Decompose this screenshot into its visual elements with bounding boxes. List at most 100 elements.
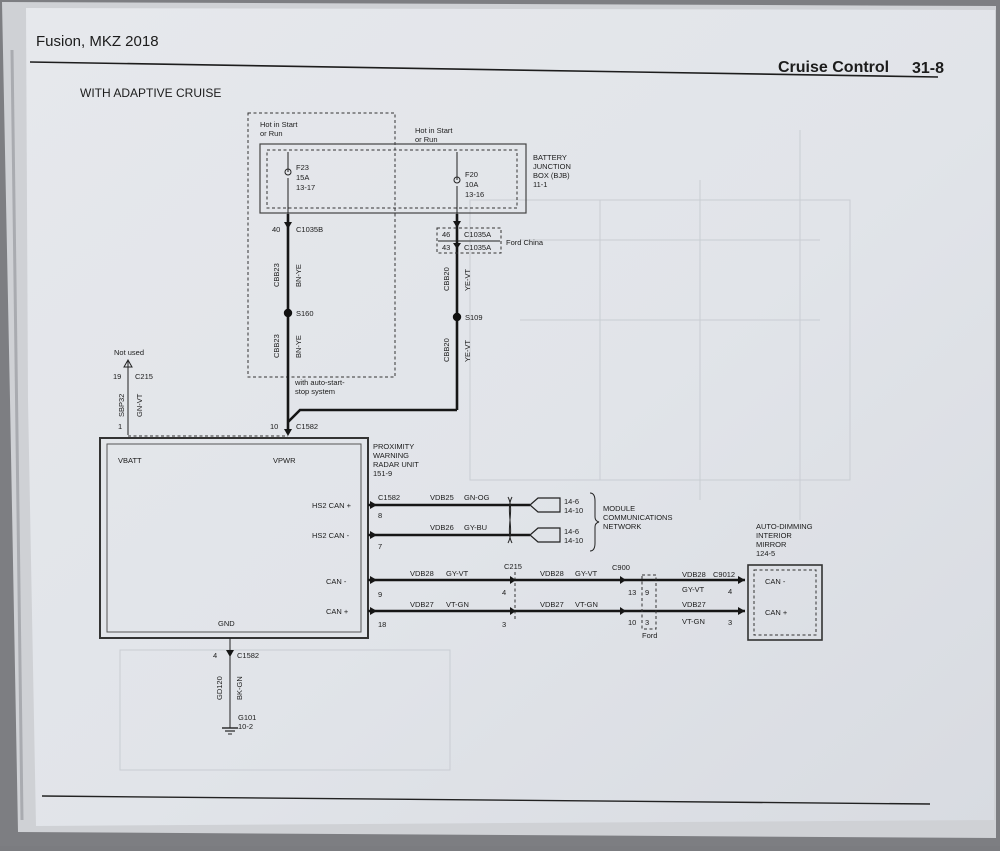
hot-in-start-label-a: Hot in Start (260, 120, 298, 129)
wire-color: GN-VT (135, 393, 144, 417)
svg-text:11-1: 11-1 (533, 180, 547, 189)
auto-dimming-interior-mirror (747, 564, 823, 641)
connector-c1582: C1582 (296, 422, 318, 431)
mirror-label: AUTO-DIMMING (756, 522, 813, 531)
circuit-vdb26: VDB26 (430, 523, 454, 532)
circuit-cbb23: CBB23 (272, 334, 281, 358)
fuse-f20-icon (453, 176, 461, 184)
hot-in-start-label-b: Hot in Start (415, 126, 453, 135)
svg-text:COMMUNICATIONS: COMMUNICATIONS (603, 513, 672, 522)
circuit-vdb27: VDB27 (540, 600, 564, 609)
battery-junction-box (259, 143, 527, 214)
connector-arrow-icon (738, 607, 745, 615)
pin-can-minus: CAN - (326, 577, 347, 586)
section-title: Cruise Control (778, 59, 889, 76)
pin-9: 9 (645, 588, 649, 597)
bjb-label: BATTERY (533, 153, 567, 162)
fuse-f23-icon (284, 168, 292, 176)
network-off-page-icon (529, 497, 561, 513)
connector-arrow-icon (738, 576, 745, 584)
mirror-pin-can-minus: CAN - (765, 577, 786, 586)
connector-arrow-icon (370, 607, 377, 615)
svg-text:13-16: 13-16 (465, 190, 484, 199)
svg-text:stop system: stop system (295, 387, 335, 396)
splice-s160: S160 (296, 309, 314, 318)
fuse-f23-label: F23 (296, 163, 309, 172)
pin-40: 40 (272, 225, 280, 234)
section-heading: WITH ADAPTIVE CRUISE (80, 86, 221, 100)
pin-4: 4 (728, 587, 732, 596)
wire-color: GY-VT (575, 569, 598, 578)
svg-text:151-9: 151-9 (373, 469, 392, 478)
ford-china-connector-region (436, 227, 502, 254)
wire-color: VT-GN (575, 600, 598, 609)
connector-arrow-icon (370, 501, 377, 509)
pin-1: 1 (118, 422, 122, 431)
connector-c215: C215 (135, 372, 153, 381)
circuit-vdb28: VDB28 (410, 569, 434, 578)
circuit-vdb25: VDB25 (430, 493, 454, 502)
wire-color: BK-GN (235, 676, 244, 700)
wire-color: BN-YE (294, 264, 303, 287)
connector-arrow-icon (284, 429, 292, 436)
svg-text:BOX (BJB): BOX (BJB) (533, 171, 570, 180)
pin-13: 13 (628, 588, 636, 597)
ground-g101-label: G101 (238, 713, 256, 722)
splice-s109-icon (452, 312, 462, 322)
network-off-page-icon (529, 527, 561, 543)
wire-color: VT-GN (682, 617, 705, 626)
pin-4: 4 (502, 588, 506, 597)
pin-9: 9 (378, 590, 382, 599)
pin-can-plus: CAN + (326, 607, 349, 616)
circuit-gd120: GD120 (215, 676, 224, 700)
connector-c1035a: C1035A (464, 230, 491, 239)
connector-c900: C900 (612, 563, 630, 572)
splice-s109: S109 (465, 313, 483, 322)
connector-arrow-icon (370, 576, 377, 584)
connector-c9012: C9012 (713, 570, 735, 579)
pin-46: 46 (442, 230, 450, 239)
svg-text:NETWORK: NETWORK (603, 522, 641, 531)
pin-3: 3 (645, 618, 649, 627)
footer-rule (41, 795, 931, 805)
circuit-vdb27: VDB27 (410, 600, 434, 609)
ground-icon (222, 727, 238, 735)
wire-color: YE-VT (463, 268, 472, 291)
wire-color: GY-VT (446, 569, 469, 578)
wire-color: GY-VT (682, 585, 705, 594)
pin-43: 43 (442, 243, 450, 252)
reference: 14-6 (564, 527, 579, 536)
wire-color: GY-BU (464, 523, 487, 532)
not-used-arrow-icon (123, 358, 133, 368)
wire-color: GN-OG (464, 493, 490, 502)
ford-label: Ford (642, 631, 657, 640)
pin-vbatt: VBATT (118, 456, 142, 465)
fuse-f20-label: F20 (465, 170, 478, 179)
svg-text:JUNCTION: JUNCTION (533, 162, 571, 171)
proximity-warning-radar-unit (99, 437, 369, 639)
auto-start-stop-label: with auto-start- (294, 378, 345, 387)
wire-color: YE-VT (463, 339, 472, 362)
reference: 14-6 (564, 497, 579, 506)
connector-c1582: C1582 (378, 493, 400, 502)
mirror-pin-can-plus: CAN + (765, 608, 788, 617)
circuit-cbb20: CBB20 (442, 338, 451, 362)
auto-start-stop-region (247, 112, 396, 378)
pin-18: 18 (378, 620, 386, 629)
circuit-sbp32: SBP32 (117, 394, 126, 417)
svg-text:or Run: or Run (260, 129, 283, 138)
wire-color: BN-YE (294, 335, 303, 358)
connector-c1582: C1582 (237, 651, 259, 660)
svg-text:MIRROR: MIRROR (756, 540, 787, 549)
pin-19: 19 (113, 372, 121, 381)
svg-text:10-2: 10-2 (238, 722, 253, 731)
manual-title: Fusion, MKZ 2018 (36, 33, 159, 50)
pin-hs2-can-plus: HS2 CAN + (312, 501, 352, 510)
svg-text:13-17: 13-17 (296, 183, 315, 192)
pin-vpwr: VPWR (273, 456, 296, 465)
connector-arrow-icon (284, 222, 292, 229)
pin-10: 10 (270, 422, 278, 431)
pin-3: 3 (502, 620, 506, 629)
